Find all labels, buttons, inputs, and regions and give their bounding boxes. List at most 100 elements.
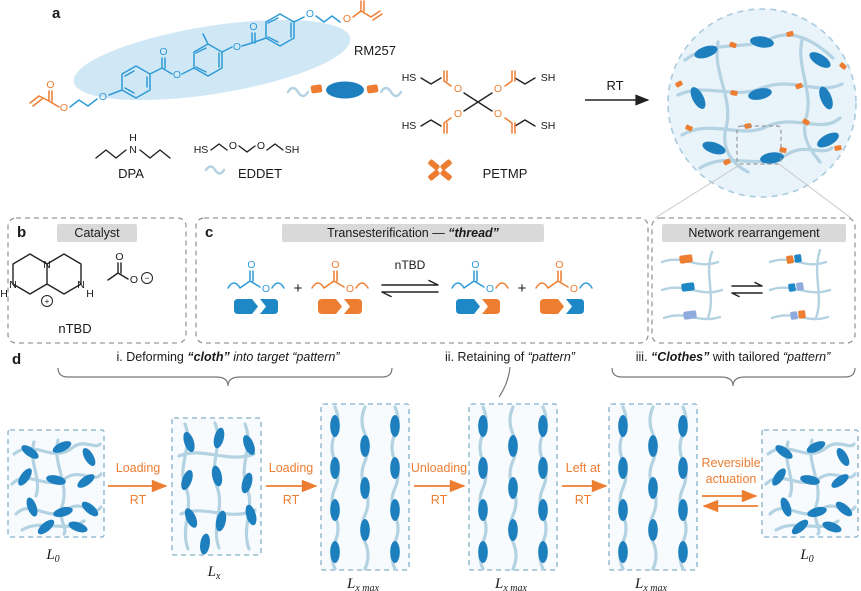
polymer-network [654, 8, 857, 219]
arrow-3-word: Unloading [411, 461, 467, 475]
state-label-2: Lx [207, 564, 221, 582]
network-rearrangement: Network rearrangement [651, 217, 856, 344]
panel-d-label: d [12, 351, 21, 368]
state-label-4: Lx max [494, 576, 528, 591]
step-iii-seg2: with tailored [709, 350, 783, 364]
catalyst-title-box [57, 224, 137, 242]
atom-N: N [77, 279, 85, 291]
spacer-cartoon [204, 165, 226, 175]
atom-H: H [0, 288, 8, 300]
arrow-3-rt: RT [431, 493, 448, 507]
molecule-ntbd: N N H N H + [0, 253, 94, 307]
minus-charge-circle [141, 272, 153, 284]
equilibrium-arrows: nTBD [381, 258, 439, 298]
connector-step-ii [498, 366, 511, 398]
panel-c-label: c [205, 224, 213, 241]
molecule-petmp: O O O O HS SH HS SH PETMP [402, 70, 556, 181]
state-box-6: L0 [761, 429, 859, 565]
callout-leader-left [654, 163, 742, 219]
network-title: Network rearrangement [688, 226, 820, 240]
atom-SH: SH [541, 72, 556, 84]
process-arrow-5: Reversible actuation [701, 456, 761, 513]
atom-N: N [129, 144, 137, 156]
arrow-4-rt: RT [575, 493, 592, 507]
state-box-2: Lx [171, 417, 262, 582]
atom-H: H [86, 288, 94, 300]
panel-b: b Catalyst N N H N H + O O − nTBD [0, 217, 187, 344]
atom-SH: SH [285, 144, 300, 156]
atom-O: O [494, 108, 502, 120]
process-arrow-4: Left at RT [562, 461, 608, 507]
step-iii-num: iii. [636, 350, 651, 364]
step-ii-em1: “pattern” [528, 350, 576, 364]
molecule-rm257: O O O O O O O O O RM257 [29, 0, 396, 114]
arrow-5-word1: Reversible [701, 456, 760, 470]
atom-O: O [454, 108, 462, 120]
step-i-num: i. [116, 350, 126, 364]
atom-O: O [262, 283, 270, 295]
mesogen-highlight [73, 19, 351, 101]
panel-c-box [195, 217, 649, 344]
atom-O: O [173, 69, 181, 81]
step-i-em1: “cloth” [187, 350, 230, 364]
atom-O: O [257, 140, 265, 152]
atom-O: O [454, 83, 462, 95]
plus-sign: + [294, 280, 303, 297]
panel-a: a O O O O O O O O O RM257 [29, 0, 857, 219]
step-ii-label: ii. Retaining of “pattern” [445, 350, 576, 364]
atom-N: N [43, 259, 51, 271]
panel-d: d i. Deforming “cloth” into target “patt… [7, 350, 859, 591]
reactant-blue-ester: O O [227, 259, 285, 314]
atom-O: O [471, 259, 479, 271]
ntbd-label: nTBD [58, 321, 91, 336]
petmp-label: PETMP [483, 166, 528, 181]
atom-O: O [229, 140, 237, 152]
plus-charge: + [45, 296, 50, 306]
atom-HS: HS [194, 144, 209, 156]
state-box-1: L0 [7, 429, 105, 565]
petmp-cartoon [428, 159, 452, 181]
reaction-arrow: RT [585, 78, 650, 106]
process-arrow-2: Loading RT [266, 461, 318, 507]
reactant-orange-ester: O O [311, 259, 369, 314]
atom-O: O [306, 8, 314, 20]
zoom-callout-box [736, 125, 782, 165]
atom-O: O [115, 251, 123, 263]
atom-O: O [233, 41, 241, 53]
step-iii-em2: “pattern” [783, 350, 831, 364]
plus-sign: + [518, 280, 527, 297]
arrow-1-rt: RT [130, 493, 147, 507]
arrow-5-word2: actuation [706, 472, 757, 486]
eddet-label: EDDET [238, 166, 282, 181]
atom-O: O [343, 13, 351, 25]
state-box-3: Lx max [320, 403, 410, 591]
step-i-label: i. Deforming “cloth” into target “patter… [116, 350, 340, 364]
brace-step-iii [611, 367, 856, 387]
arrow-1-word: Loading [116, 461, 161, 475]
step-i-seg2: into target [230, 350, 293, 364]
panel-c: c Transesterification — “thread” O O + O… [195, 217, 856, 344]
atom-O: O [331, 259, 339, 271]
atom-H: H [129, 132, 137, 144]
atom-O: O [494, 83, 502, 95]
arrow-2-word: Loading [269, 461, 314, 475]
state-label-5: Lx max [634, 576, 668, 591]
plus-charge-circle [41, 295, 53, 307]
atom-N: N [9, 279, 17, 291]
atom-O: O [60, 102, 68, 114]
panel-a-label: a [52, 5, 61, 22]
step-i-seg1: Deforming [126, 350, 187, 364]
step-iii-label: iii. “Clothes” with tailored “pattern” [636, 350, 831, 364]
title-thread: “thread” [448, 226, 499, 240]
state-label-3: Lx max [346, 576, 380, 591]
process-arrow-1: Loading RT [108, 461, 168, 507]
brace-step-i [57, 367, 393, 387]
transesterification-title: Transesterification — “thread” [327, 226, 500, 240]
atom-O: O [99, 91, 107, 103]
atom-O: O [130, 274, 138, 286]
dpa-label: DPA [118, 166, 144, 181]
atom-O: O [555, 259, 563, 271]
catalyst-over-arrow: nTBD [395, 258, 426, 272]
step-ii-seg1: Retaining of [458, 350, 528, 364]
